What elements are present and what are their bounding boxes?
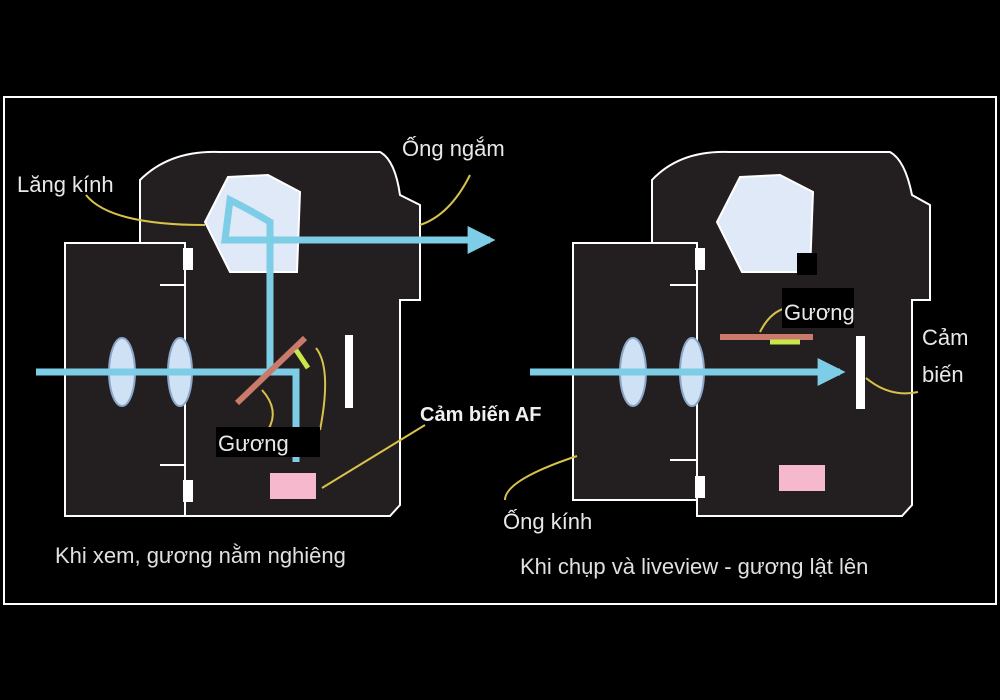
left-image-sensor	[345, 335, 353, 408]
left-af-sensor	[270, 473, 316, 499]
left-mirror	[234, 335, 308, 406]
right-mount-bottom	[695, 476, 705, 498]
right-camera-shooting-mode: Gương Cảm biến Ống kính Khi chụp và live…	[503, 150, 968, 579]
leader-af-sensor	[321, 424, 426, 489]
leader-lens	[504, 455, 578, 501]
right-camera-body	[651, 150, 931, 517]
leader-right-sensor	[865, 377, 919, 395]
label-lens: Ống kính	[503, 508, 592, 534]
right-mount-top	[695, 248, 705, 270]
left-camera-viewing-mode: Lăng kính Ống ngắm Gương Cảm biến AF Khi…	[17, 135, 542, 568]
left-mount-top	[183, 248, 193, 270]
label-mirror: Gương	[218, 431, 289, 456]
leader-viewfinder	[419, 174, 471, 226]
label-right-mirror: Gương	[784, 300, 855, 325]
right-image-sensor	[856, 336, 865, 409]
leader-prism	[85, 194, 206, 226]
label-mirror-bg	[216, 427, 320, 457]
label-right-mirror-bg	[782, 288, 854, 328]
left-mount-bottom	[183, 480, 193, 502]
caption-left: Khi xem, gương nằm nghiêng	[55, 543, 346, 568]
left-sub-mirror	[293, 348, 311, 370]
label-right-sensor-line2: biến	[922, 362, 964, 387]
caption-right: Khi chụp và liveview - gương lật lên	[520, 554, 868, 579]
leader-mirror	[261, 389, 274, 431]
left-light-path	[36, 194, 300, 376]
right-af-sensor	[779, 465, 825, 491]
leader-submirror	[315, 347, 327, 431]
label-af-sensor: Cảm biến AF	[420, 404, 542, 426]
label-viewfinder: Ống ngắm	[402, 135, 505, 161]
label-prism: Lăng kính	[17, 172, 114, 197]
label-right-sensor-line1: Cảm	[922, 325, 968, 350]
